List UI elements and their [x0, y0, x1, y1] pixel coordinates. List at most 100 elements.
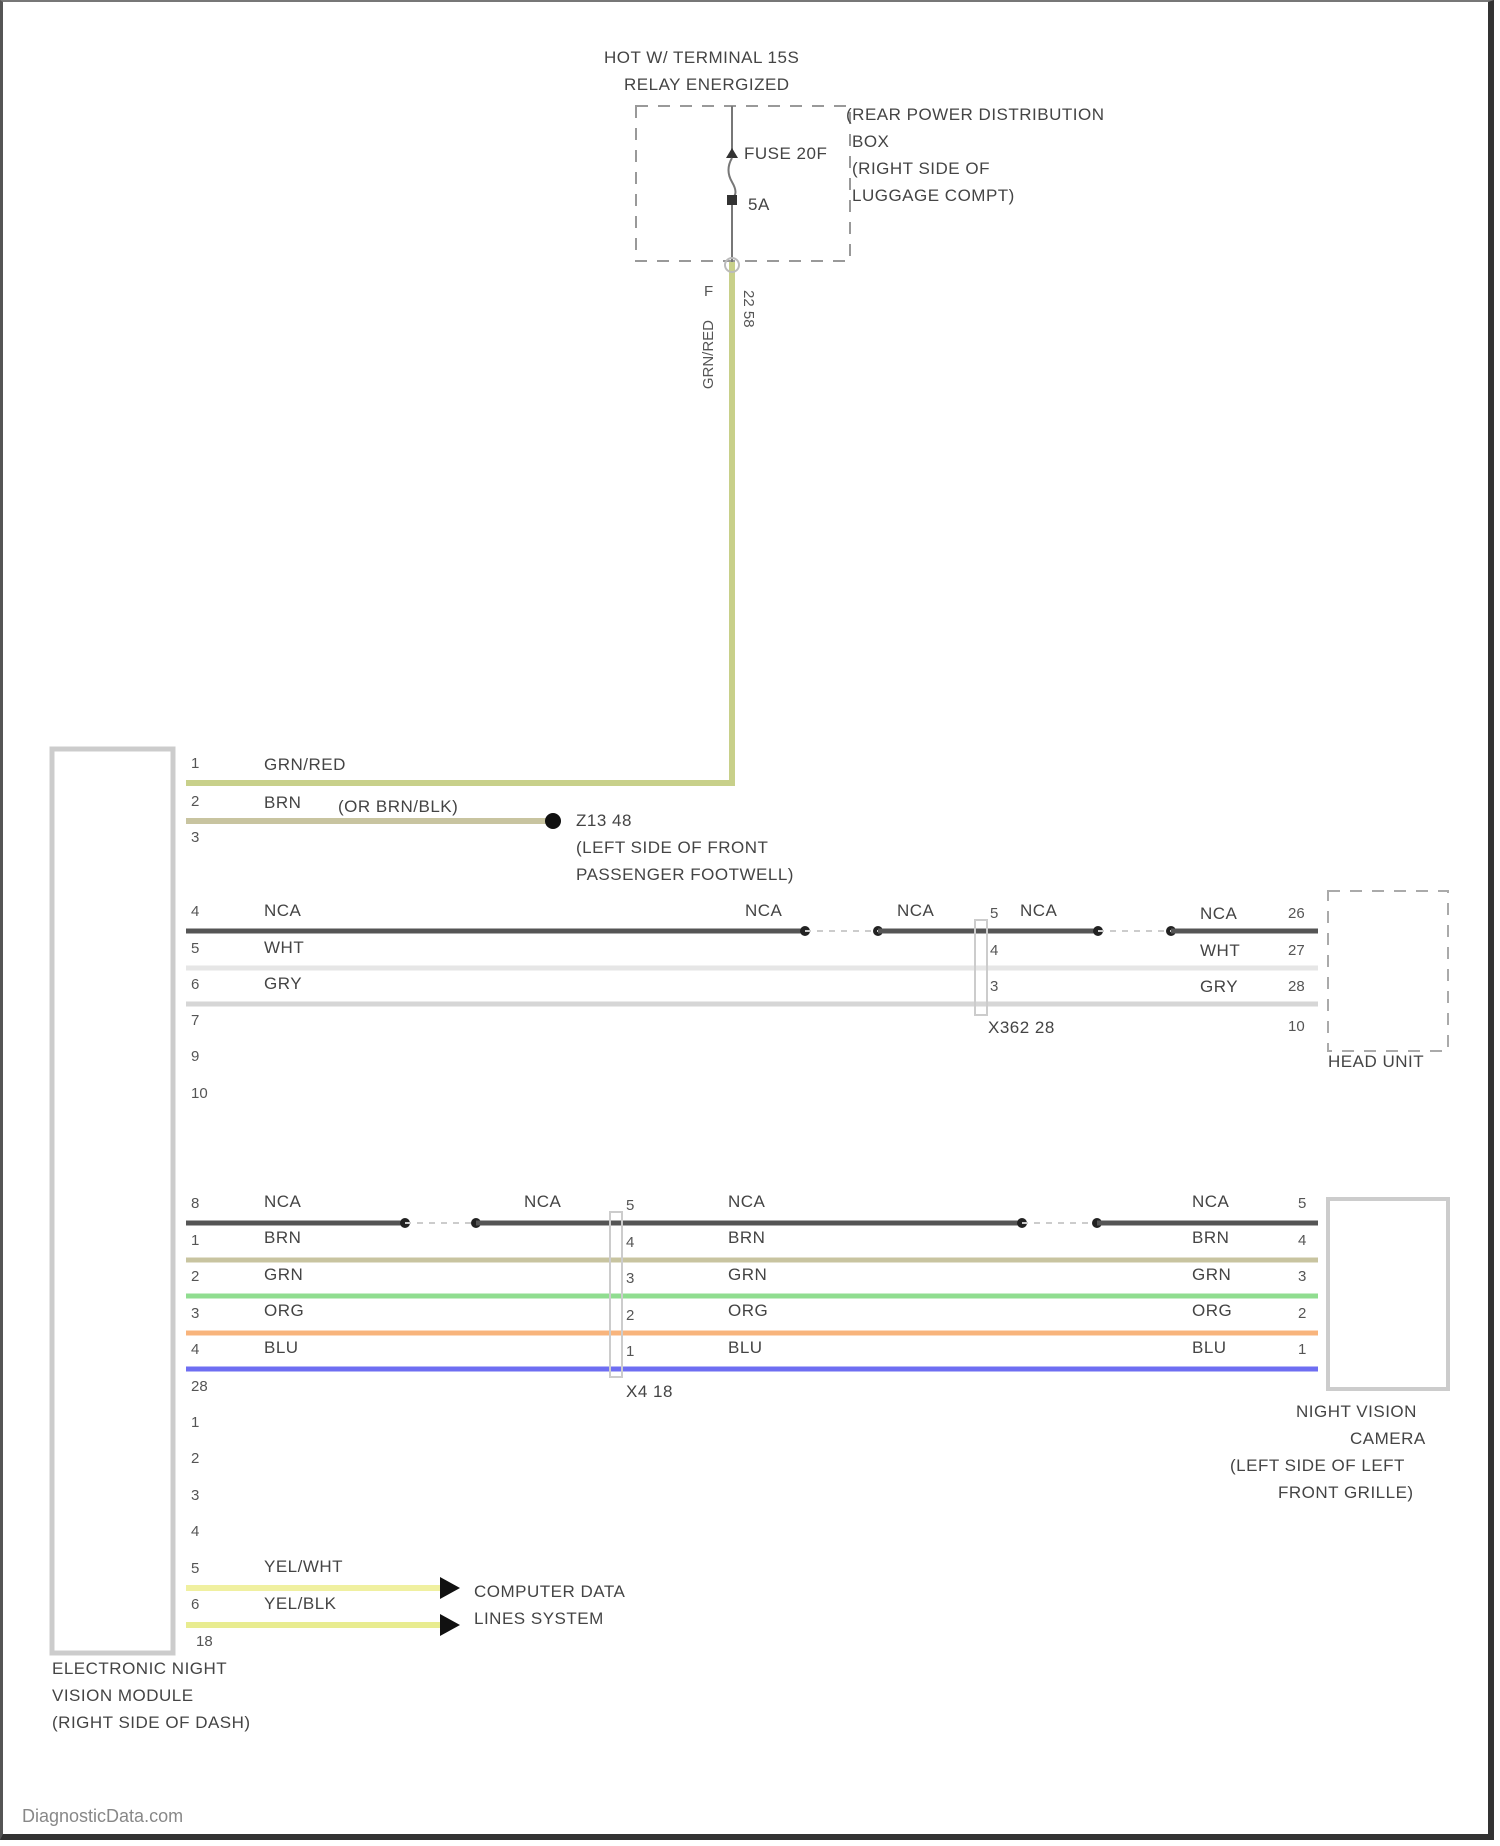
- connector-label: X4 18: [626, 1382, 673, 1401]
- pin-label: 5: [1298, 1195, 1307, 1212]
- wire-color-label: BRN: [728, 1228, 766, 1247]
- pin-label: 1: [191, 755, 200, 772]
- power-source-label: RELAY ENERGIZED: [624, 75, 790, 94]
- pin-label: 5: [626, 1197, 635, 1214]
- pin-label: 4: [990, 942, 999, 959]
- pin-label: 8: [191, 1195, 200, 1212]
- pin-label: 3: [191, 829, 200, 846]
- pin-label: 9: [191, 1048, 200, 1065]
- pin-label: 10: [1288, 1018, 1305, 1035]
- wire-color-label: YEL/BLK: [264, 1594, 337, 1613]
- pin-label: 26: [1288, 905, 1305, 922]
- fuse-label: FUSE 20F: [744, 144, 828, 163]
- wire-color-label: GRN/RED: [264, 755, 346, 774]
- pin-label: 28: [191, 1378, 208, 1395]
- camera-label: FRONT GRILLE): [1278, 1483, 1414, 1502]
- pin-label: 2: [191, 793, 200, 810]
- camera-label: CAMERA: [1350, 1429, 1426, 1448]
- wire-color-label: GRY: [264, 974, 303, 993]
- fuse-icon: [727, 157, 737, 199]
- camera-box: [1326, 1197, 1450, 1391]
- pin-label: 28: [1288, 978, 1305, 995]
- pin-label: 3: [191, 1305, 200, 1322]
- connector-label: X362 28: [988, 1018, 1055, 1037]
- wire-color-label: NCA: [897, 901, 935, 920]
- pin-label: 3: [1298, 1268, 1307, 1285]
- watermark: DiagnosticData.com: [22, 1806, 184, 1826]
- wire-color-label: BLU: [728, 1338, 763, 1357]
- fuse-box-location: LUGGAGE COMPT): [852, 186, 1015, 205]
- pin-label: 4: [191, 1341, 200, 1358]
- pin-label: 4: [191, 903, 200, 920]
- power-source-label: HOT W/ TERMINAL 15S: [604, 48, 800, 67]
- camera-label: NIGHT VISION: [1296, 1402, 1417, 1421]
- arrow-icon: [440, 1614, 460, 1636]
- wire-color-label: NCA: [1192, 1192, 1230, 1211]
- ground-point-icon: [545, 813, 561, 829]
- fuse-box-location: BOX: [852, 132, 890, 151]
- pin-label: 2: [191, 1450, 200, 1467]
- wire-color-label: NCA: [264, 1192, 302, 1211]
- wire-color-label: GRY: [1200, 977, 1239, 996]
- head-unit-label: HEAD UNIT: [1328, 1052, 1425, 1071]
- inline-connector-x4: [609, 1211, 623, 1378]
- fuse-box-location: (REAR POWER DISTRIBUTION: [846, 105, 1105, 124]
- pin-label: 1: [191, 1414, 200, 1431]
- pin-label: 3: [990, 978, 999, 995]
- fuse-connector: 22 58: [740, 290, 757, 328]
- ground-location: PASSENGER FOOTWELL): [576, 865, 794, 884]
- data-bus-label: COMPUTER DATA: [474, 1582, 626, 1601]
- module-label: (RIGHT SIDE OF DASH): [52, 1713, 251, 1732]
- wire-color-label: BLU: [1192, 1338, 1227, 1357]
- fuse-box-location: (RIGHT SIDE OF: [852, 159, 990, 178]
- wire-color-label: NCA: [264, 901, 302, 920]
- ground-location: (LEFT SIDE OF FRONT: [576, 838, 769, 857]
- wire-color-label: BRN: [1192, 1228, 1230, 1247]
- wire-color-label: NCA: [1020, 901, 1058, 920]
- head-unit-box: [1327, 890, 1449, 1052]
- wire-color-label: BRN: [264, 1228, 302, 1247]
- pin-label: 4: [626, 1234, 635, 1251]
- wire-color-label: GRN: [1192, 1265, 1232, 1284]
- pin-label: 18: [196, 1633, 213, 1650]
- fuse-pin: F: [704, 283, 714, 300]
- data-bus-label: LINES SYSTEM: [474, 1609, 604, 1628]
- pin-label: 4: [1298, 1232, 1307, 1249]
- module-label: ELECTRONIC NIGHT: [52, 1659, 228, 1678]
- module-box: [49, 746, 176, 1656]
- wire-color-label: WHT: [1200, 941, 1241, 960]
- pin-label: 7: [191, 1012, 200, 1029]
- wire-color-label: GRN: [264, 1265, 304, 1284]
- pin-label: 2: [1298, 1305, 1307, 1322]
- wire-color-label: ORG: [1192, 1301, 1233, 1320]
- wire-color-label: YEL/WHT: [264, 1557, 344, 1576]
- pin-label: 27: [1288, 942, 1305, 959]
- pin-label: 5: [191, 1560, 200, 1577]
- wire-color-label: WHT: [264, 938, 305, 957]
- pin-label: 1: [626, 1343, 635, 1360]
- fuse-box-outline: [635, 105, 851, 262]
- wire-color-label: BLU: [264, 1338, 299, 1357]
- pin-label: 3: [191, 1487, 200, 1504]
- pin-label: 4: [191, 1523, 200, 1540]
- wire-color-label: BRN: [264, 793, 302, 812]
- module-label: VISION MODULE: [52, 1686, 194, 1705]
- wire-color-label: NCA: [524, 1192, 562, 1211]
- pin-label: 2: [191, 1268, 200, 1285]
- wire-color-label: NCA: [1200, 904, 1238, 923]
- pin-label: 10: [191, 1085, 208, 1102]
- ground-id: Z13 48: [576, 811, 632, 830]
- wire-grn-red: [186, 262, 735, 786]
- wire-color-label: NCA: [728, 1192, 766, 1211]
- wire-color-label: NCA: [745, 901, 783, 920]
- pin-label: 1: [1298, 1341, 1307, 1358]
- fuse-terminal-icon: [726, 148, 738, 158]
- pin-label: 2: [626, 1307, 635, 1324]
- pin-label: 6: [191, 1596, 200, 1613]
- pin-label: 6: [191, 976, 200, 993]
- fuse-rating: 5A: [748, 195, 770, 214]
- arrow-icon: [440, 1577, 460, 1599]
- camera-label: (LEFT SIDE OF LEFT: [1230, 1456, 1405, 1475]
